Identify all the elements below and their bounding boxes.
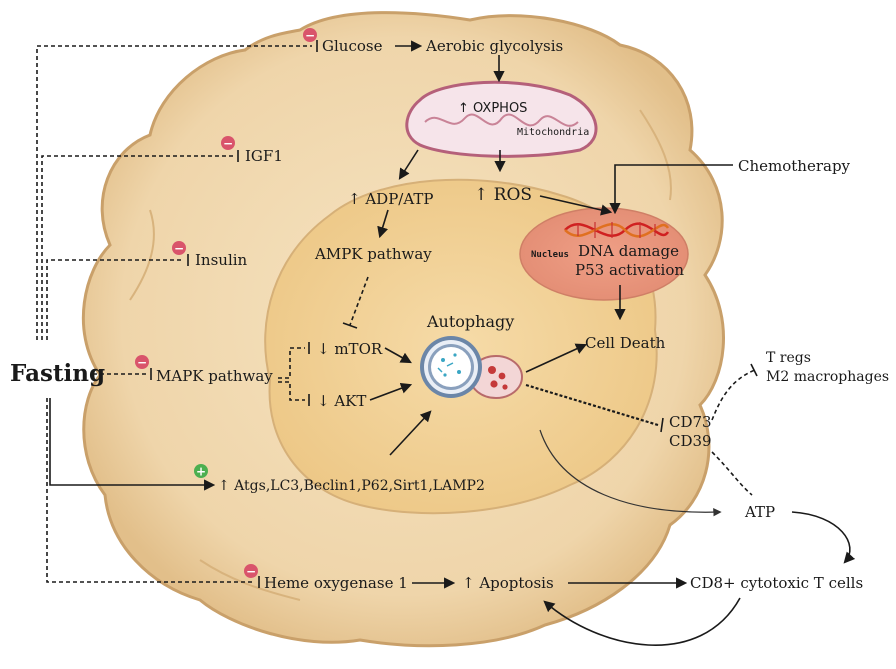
label-p53-activation: P53 activation bbox=[575, 261, 684, 279]
label-cd73: CD73 bbox=[669, 413, 712, 431]
label-adp-atp: ↑ ADP/ATP bbox=[348, 190, 433, 208]
label-dna-damage: DNA damage bbox=[578, 242, 679, 260]
label-akt: ↓ AKT bbox=[317, 392, 366, 410]
svg-text:−: − bbox=[174, 242, 184, 256]
svg-text:−: − bbox=[305, 29, 315, 43]
label-m2-macrophages: M2 macrophages bbox=[766, 369, 889, 385]
label-mitochondria: Mitochondria bbox=[517, 127, 589, 138]
label-glucose: Glucose bbox=[322, 37, 383, 55]
minus-badge-glucose: − bbox=[303, 28, 317, 43]
plus-badge-atgs: + bbox=[194, 464, 208, 479]
label-mtor: ↓ mTOR bbox=[317, 340, 383, 358]
label-autophagy: Autophagy bbox=[426, 312, 514, 331]
label-insulin: Insulin bbox=[195, 251, 248, 269]
label-nucleus: Nucleus bbox=[531, 250, 569, 260]
label-aerobic-glycolysis: Aerobic glycolysis bbox=[425, 37, 563, 55]
label-t-regs: T regs bbox=[766, 350, 811, 366]
svg-text:−: − bbox=[223, 137, 233, 151]
label-atgs: ↑ Atgs,LC3,Beclin1,P62,Sirt1,LAMP2 bbox=[218, 478, 485, 494]
svg-text:+: + bbox=[196, 465, 206, 479]
label-oxphos: ↑ OXPHOS bbox=[458, 101, 527, 116]
label-cd8: CD8+ cytotoxic T cells bbox=[690, 574, 863, 592]
label-cell-death: Cell Death bbox=[585, 334, 666, 352]
minus-badge-insulin: − bbox=[172, 241, 186, 256]
label-chemotherapy: Chemotherapy bbox=[738, 157, 851, 175]
mitochondrion bbox=[407, 82, 596, 156]
label-fasting: Fasting bbox=[10, 360, 105, 387]
svg-text:−: − bbox=[137, 356, 147, 370]
label-cd39: CD39 bbox=[669, 432, 712, 450]
minus-badge-igf1: − bbox=[221, 136, 235, 151]
label-heme-oxygenase: Heme oxygenase 1 bbox=[264, 574, 408, 592]
label-ros: ↑ ROS bbox=[474, 185, 532, 205]
minus-badge-heme: − bbox=[244, 564, 258, 579]
label-igf1: IGF1 bbox=[245, 147, 283, 165]
label-ampk-pathway: AMPK pathway bbox=[314, 245, 432, 263]
label-atp: ATP bbox=[744, 503, 775, 521]
minus-badge-mapk: − bbox=[135, 355, 149, 370]
label-apoptosis: ↑ Apoptosis bbox=[462, 574, 554, 592]
label-mapk-pathway: MAPK pathway bbox=[156, 367, 273, 385]
svg-text:−: − bbox=[246, 565, 256, 579]
